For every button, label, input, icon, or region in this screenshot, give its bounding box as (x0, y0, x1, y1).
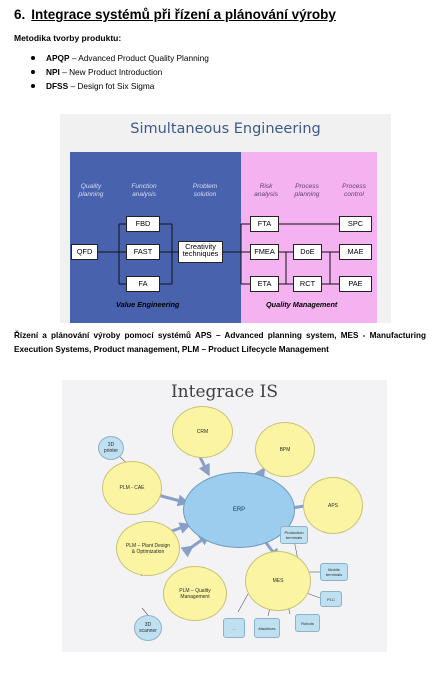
bullet-dot (31, 84, 35, 88)
node-crm: CRM (172, 406, 233, 458)
node-mes: MES (245, 551, 311, 611)
bullet-abbr: APQP (46, 53, 70, 63)
figure-title: Simultaneous Engineering (130, 121, 321, 137)
box-doe: DoE (293, 244, 322, 260)
box-qfd: QFD (71, 244, 98, 260)
section-title: Integrace systémů při řízení a plánování… (31, 7, 336, 22)
box-fmea: FMEA (250, 244, 279, 260)
bullet-abbr: NPI (46, 67, 60, 77)
box-rct: RCT (293, 276, 322, 292)
bullet-item: NPI – New Product Introduction (31, 67, 163, 77)
node-plm-plant-design: PLM – Plant Design& Optimization (116, 521, 180, 576)
body-paragraph: Řízení a plánování výroby pomocí systémů… (14, 331, 426, 354)
value-engineering-label: Value Engineering (116, 300, 180, 309)
box-spc: SPC (339, 216, 372, 232)
box-fast: FAST (126, 244, 160, 260)
integrace-is-figure: Integrace IS ERP CRM (62, 380, 387, 652)
box-eta: ETA (250, 276, 279, 292)
bullet-item: DFSS – Design fot Six Sigma (31, 81, 155, 91)
bullet-abbr: DFSS (46, 81, 69, 91)
box-fa: FA (126, 276, 160, 292)
connector-lines (97, 223, 339, 285)
bullet-dot (31, 56, 35, 60)
bullet-text: – Design fot Six Sigma (68, 81, 155, 91)
figure-title: Integrace IS (170, 382, 279, 402)
node-plm-cae: PLM - CAE (102, 461, 162, 515)
bullet-text: – New Product Introduction (59, 67, 163, 77)
node-robots: Robots (295, 614, 320, 632)
bullet-text: – Advanced Product Quality Planning (69, 53, 209, 63)
node-aps: APS (303, 477, 363, 534)
node-bpm: BPM (255, 422, 315, 477)
subheading: Metodika tvorby produktu: (14, 33, 122, 43)
node-ellipsis: ... (223, 618, 245, 638)
box-fbd: FBD (126, 216, 160, 232)
box-fta: FTA (250, 216, 279, 232)
bullet-item: APQP – Advanced Product Quality Planning (31, 53, 209, 63)
node-machines: Machines (254, 618, 280, 638)
section-heading: 6. Integrace systémů při řízení a plánová… (14, 7, 336, 22)
quality-management-panel (241, 152, 377, 323)
box-mae: MAE (339, 244, 372, 260)
quality-management-label: Quality Management (266, 300, 338, 309)
value-engineering-panel (70, 152, 241, 323)
section-number: 6. (14, 7, 26, 22)
node-plc: PLC (320, 591, 342, 607)
bullet-dot (31, 70, 35, 74)
node-erp: ERP (183, 472, 295, 548)
box-pae: PAE (339, 276, 372, 292)
